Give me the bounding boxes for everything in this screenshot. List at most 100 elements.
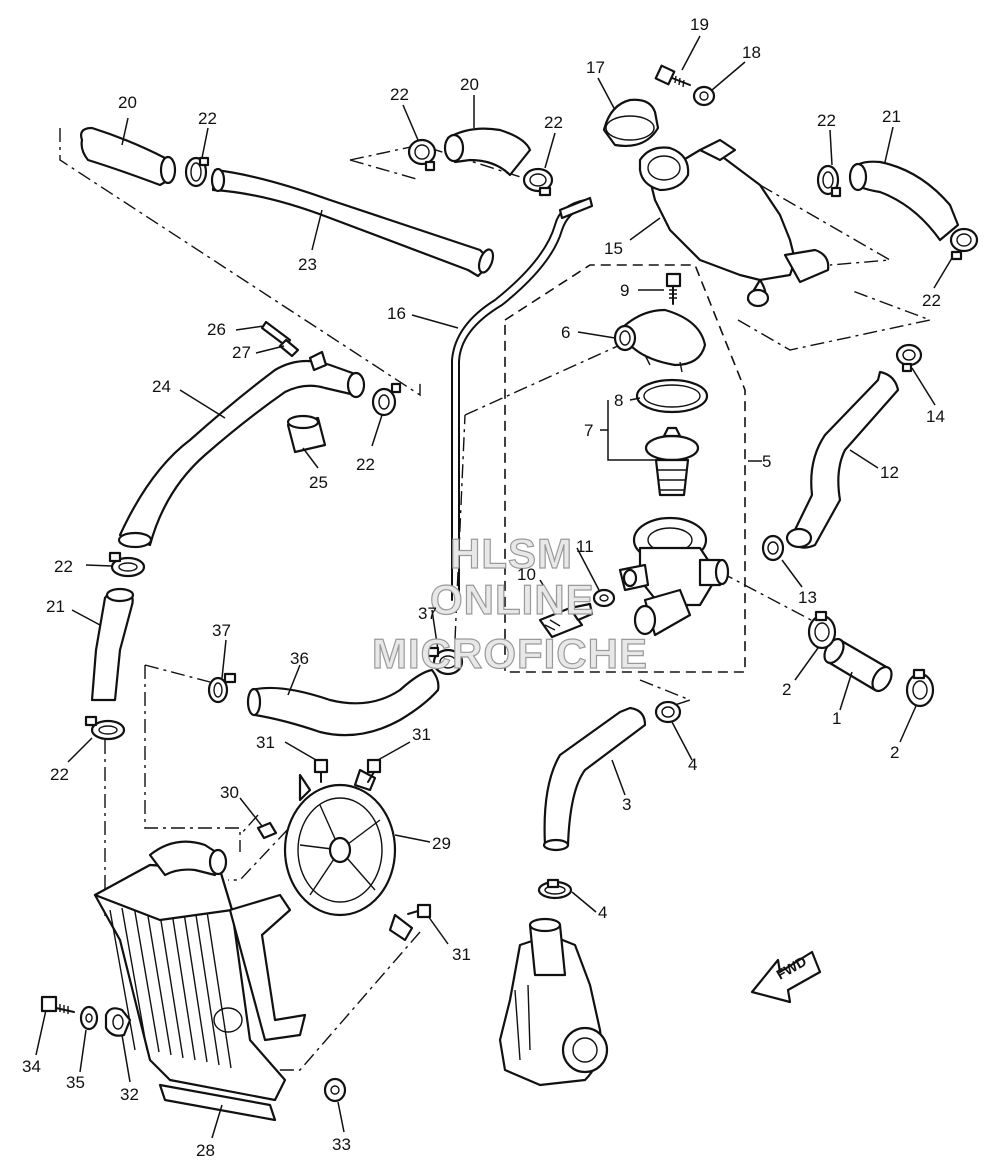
radiator-cap-17	[602, 98, 660, 147]
clamp-22-g	[108, 551, 146, 578]
thermostat-7	[644, 426, 700, 497]
callout-5: 5	[762, 452, 771, 471]
clamp-22-e	[949, 227, 979, 261]
callout-22: 22	[817, 111, 836, 130]
nut-30	[256, 821, 278, 840]
bolt-31-c	[407, 903, 432, 919]
callout-35: 35	[66, 1073, 85, 1092]
callout-22: 22	[922, 291, 941, 310]
callout-14: 14	[926, 407, 945, 426]
callout-16: 16	[387, 304, 406, 323]
bolt-34	[40, 995, 75, 1014]
watermark: HLSM ONLINE MICROFICHE	[371, 529, 648, 677]
hose-12	[785, 370, 900, 549]
callout-28: 28	[196, 1141, 215, 1160]
fitting-27	[278, 338, 300, 358]
water-pump	[498, 917, 609, 1087]
fwd-arrow-icon: FWD	[750, 950, 822, 1004]
clamp-13	[761, 534, 785, 562]
callout-37: 37	[418, 604, 437, 623]
callout-20: 20	[118, 93, 137, 112]
hose-23	[210, 167, 495, 278]
clamp-22-c	[522, 167, 554, 197]
clamp-22-b	[407, 138, 437, 172]
hose-20-mid	[443, 127, 532, 177]
callout-30: 30	[220, 783, 239, 802]
watermark-line-1: HLSM	[450, 530, 573, 577]
watermark-line-3: MICROFICHE	[372, 630, 648, 677]
radiator-28	[93, 840, 307, 1122]
clamp-22-a	[184, 156, 210, 188]
callout-24: 24	[152, 377, 171, 396]
callout-7: 7	[584, 421, 593, 440]
bolt-19	[654, 64, 691, 88]
callout-22: 22	[544, 113, 563, 132]
clamp-37-a	[426, 646, 464, 676]
callout-27: 27	[232, 343, 251, 362]
callout-22: 22	[50, 765, 69, 784]
fan-29	[283, 768, 414, 942]
callout-4: 4	[688, 755, 697, 774]
reference-lines	[59, 128, 933, 1071]
callout-29: 29	[432, 834, 451, 853]
washer-35	[79, 1005, 99, 1031]
bolt-31-b	[366, 758, 382, 783]
hose-24	[117, 350, 366, 549]
thermostat-housing-5	[618, 516, 730, 637]
callout-21: 21	[46, 597, 65, 616]
callout-11: 11	[576, 537, 594, 556]
callout-34: 34	[22, 1057, 41, 1076]
hose-21-left	[90, 587, 135, 702]
callout-8: 8	[614, 391, 623, 410]
callout-2: 2	[890, 743, 899, 762]
hose-1	[823, 637, 893, 693]
callout-2: 2	[782, 680, 791, 699]
callout-22: 22	[198, 109, 217, 128]
callout-26: 26	[207, 320, 226, 339]
callout-31: 31	[412, 725, 431, 744]
temp-sensor-10	[538, 602, 594, 639]
hose-16	[451, 196, 594, 601]
callout-32: 32	[120, 1085, 139, 1104]
reservoir-tank-15	[638, 138, 830, 308]
o-ring-8	[635, 378, 709, 414]
callout-3: 3	[622, 795, 631, 814]
clamp-4-a	[654, 700, 682, 724]
hose-3	[542, 706, 647, 852]
callout-23: 23	[298, 255, 317, 274]
clamp-4-b	[537, 878, 573, 900]
bolt-31-a	[313, 758, 329, 783]
callout-22: 22	[356, 455, 375, 474]
callout-9: 9	[620, 281, 629, 300]
callout-31: 31	[256, 733, 275, 752]
callout-17: 17	[586, 58, 605, 77]
callout-25: 25	[309, 473, 328, 492]
callout-10: 10	[517, 565, 536, 584]
hose-21-right	[848, 160, 960, 242]
collar-33	[323, 1077, 347, 1103]
grommet-32	[104, 1007, 132, 1037]
callout-1: 1	[832, 709, 841, 728]
callout-numbers: 20 22 23 22 20 22 17 19 18 22 21 22 15 9…	[22, 15, 945, 1160]
clamp-22-d	[816, 164, 842, 198]
clamp-22-h	[84, 715, 126, 741]
thermostat-cover-6	[613, 308, 707, 373]
clamp-2-a	[807, 610, 837, 650]
callout-22: 22	[390, 85, 409, 104]
collar-18	[692, 85, 716, 107]
clamp-37-b	[207, 672, 237, 704]
callout-22: 22	[54, 557, 73, 576]
clamp-2-b	[905, 668, 935, 708]
clamp-14	[895, 343, 923, 373]
callout-36: 36	[290, 649, 309, 668]
callout-21: 21	[882, 107, 901, 126]
callout-4: 4	[598, 903, 607, 922]
bolt-9	[665, 272, 682, 305]
callout-15: 15	[604, 239, 623, 258]
callout-12: 12	[880, 463, 899, 482]
o-ring-11	[592, 588, 616, 608]
callout-13: 13	[798, 588, 817, 607]
callout-6: 6	[561, 323, 570, 342]
